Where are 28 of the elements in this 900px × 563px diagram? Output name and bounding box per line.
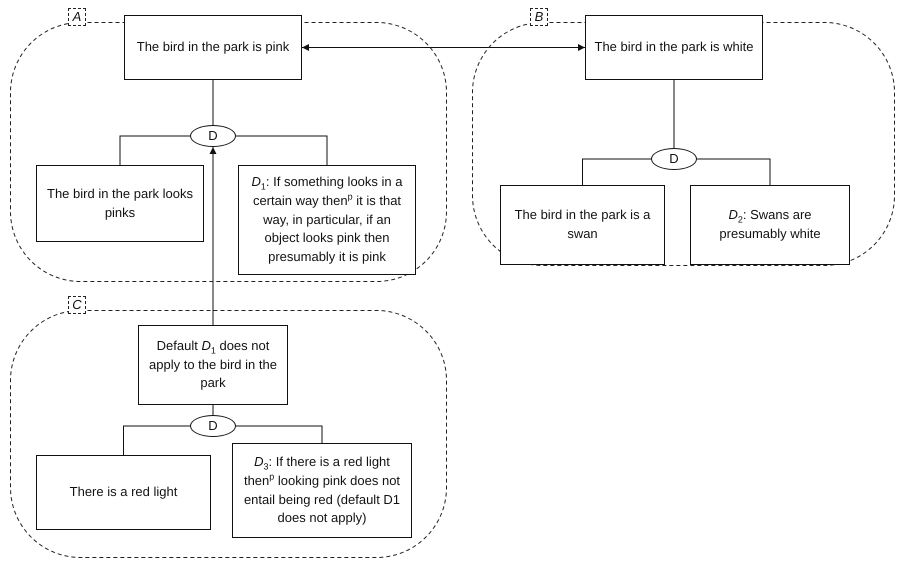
connector-line	[236, 136, 328, 166]
dashed-region	[10, 296, 447, 558]
text-box: D$_{3}$: If there is a red light then$^{p}$ looking pink does not entail being red (default D1 does not apply)	[232, 443, 412, 538]
text-box: D$_{2}$: Swans are presumably white	[690, 185, 850, 265]
text-box: The bird in the park is white	[585, 15, 763, 80]
dashed-region	[472, 8, 895, 266]
connector-line	[212, 80, 214, 126]
region-label: A	[68, 8, 86, 26]
text-box: The bird in the park is a swan	[500, 185, 665, 265]
ellipse-node: D	[190, 415, 236, 437]
arrow	[210, 146, 216, 326]
double-arrow	[302, 44, 586, 51]
connector-line	[236, 426, 322, 444]
connector-line	[582, 158, 652, 186]
text-box: The bird in the park is pink	[124, 15, 302, 80]
connector-line	[120, 136, 190, 166]
ellipse-node: D	[190, 125, 236, 147]
text-box: There is a red light	[36, 455, 211, 530]
dashed-region	[10, 8, 447, 282]
text-box: The bird in the park looks pinks	[36, 165, 204, 242]
ellipse-node: D	[651, 148, 697, 170]
text-box: D$_{1}$: If something looks in a certain way then$^{p}$ it is that way, in particular, if an object looks pink then presumably it is pink	[238, 165, 416, 275]
region-label: C	[68, 296, 86, 314]
region-label: B	[530, 8, 548, 26]
connector-line	[696, 158, 770, 186]
connector-line	[123, 426, 190, 456]
connector-line	[212, 404, 214, 416]
text-box: Default D$_{1}$ does not apply to the bird in the park	[138, 325, 288, 405]
